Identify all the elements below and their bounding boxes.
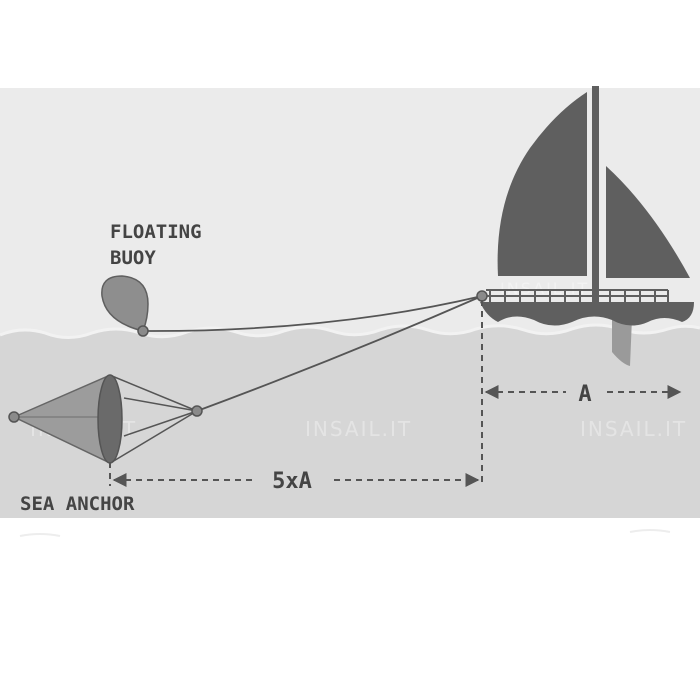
sea-area	[0, 325, 700, 518]
anchor-swivel	[191, 405, 203, 417]
reflection-left	[19, 533, 61, 537]
sailboat-icon	[480, 86, 694, 366]
wave-crest	[0, 323, 700, 339]
buoy-icon	[101, 275, 149, 337]
floating-buoy-label-line2: BUOY	[110, 247, 156, 269]
buoy-body	[101, 275, 149, 332]
rope-buoy	[142, 295, 483, 332]
boat-mainsail	[497, 92, 587, 276]
anchor-bridle-lines	[111, 375, 198, 463]
sea-anchor-label: SEA ANCHOR	[20, 493, 135, 515]
buoy-ring	[137, 325, 149, 337]
boat-hull	[480, 302, 694, 326]
dimension-a-label-bg	[566, 378, 604, 406]
anchor-mouth-ring	[97, 374, 123, 464]
dimension-5xa-label-bg	[252, 464, 332, 494]
dimension-5xa-label: 5xA	[272, 469, 312, 494]
anchor-tail-ring	[8, 411, 20, 423]
reflection-right	[629, 529, 671, 533]
bow-fitting	[476, 290, 488, 302]
boat-jib	[606, 166, 690, 278]
watermark-3: INSAIL.IT	[580, 417, 687, 441]
floating-buoy-label-line1: FLOATING	[110, 221, 202, 243]
boat-keel	[612, 318, 632, 366]
watermark-2: INSAIL.IT	[305, 417, 412, 441]
boat-railing	[486, 289, 669, 302]
boat-mast	[592, 86, 599, 304]
rope-anchor	[196, 295, 483, 412]
dimension-a-label: A	[578, 382, 591, 407]
